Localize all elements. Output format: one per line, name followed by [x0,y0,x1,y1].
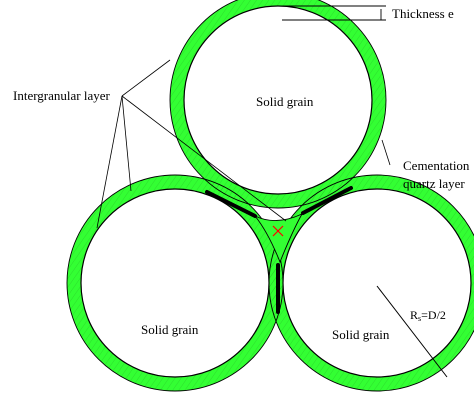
intergranular-pore [254,213,304,264]
grain-right [282,188,472,378]
pore-center-mark [272,225,284,237]
radius-label: Rs=D/2 [410,308,446,323]
grain-left [80,188,270,378]
cementation-label-1: Cementation [403,158,470,173]
solid-grains [80,5,472,378]
thickness-label: Thickness e [392,6,454,21]
grain-left-label: Solid grain [141,322,199,337]
cementation-label-2: quartz layer [403,176,465,191]
grain-top-label: Solid grain [256,94,314,109]
intergranular-label: Intergranular layer [13,88,111,103]
radius-line [376,285,448,378]
grain-right-label: Solid grain [332,327,390,342]
intergranular-leaders [96,59,287,229]
thickness-indicator [278,5,386,21]
cementation-leader [381,139,391,166]
grain-contacts [205,186,353,314]
